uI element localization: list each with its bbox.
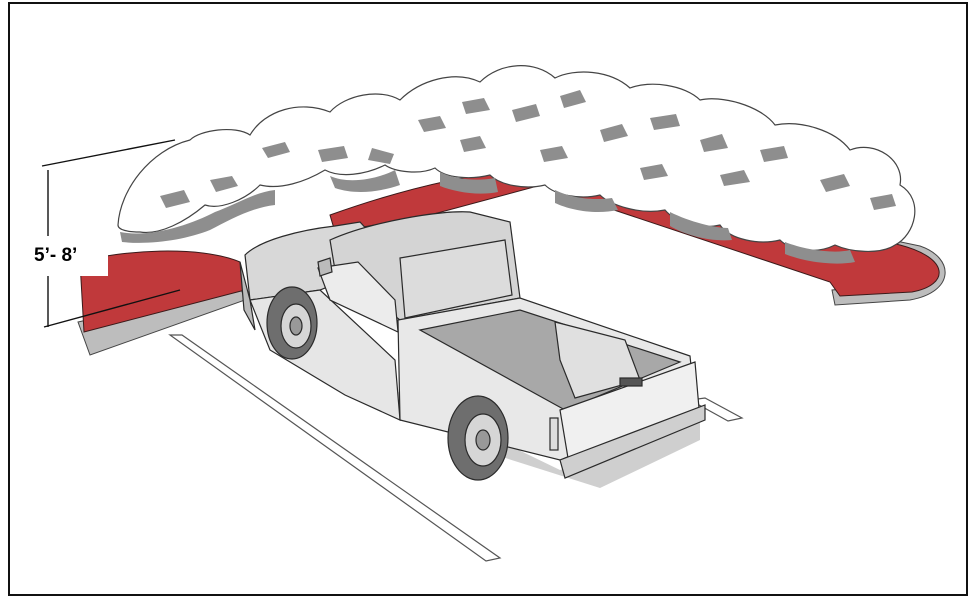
pickup-truck-icon — [240, 212, 705, 488]
tree-canopy-icon — [118, 66, 915, 264]
height-dimension-label: 5’- 8’ — [26, 236, 108, 276]
